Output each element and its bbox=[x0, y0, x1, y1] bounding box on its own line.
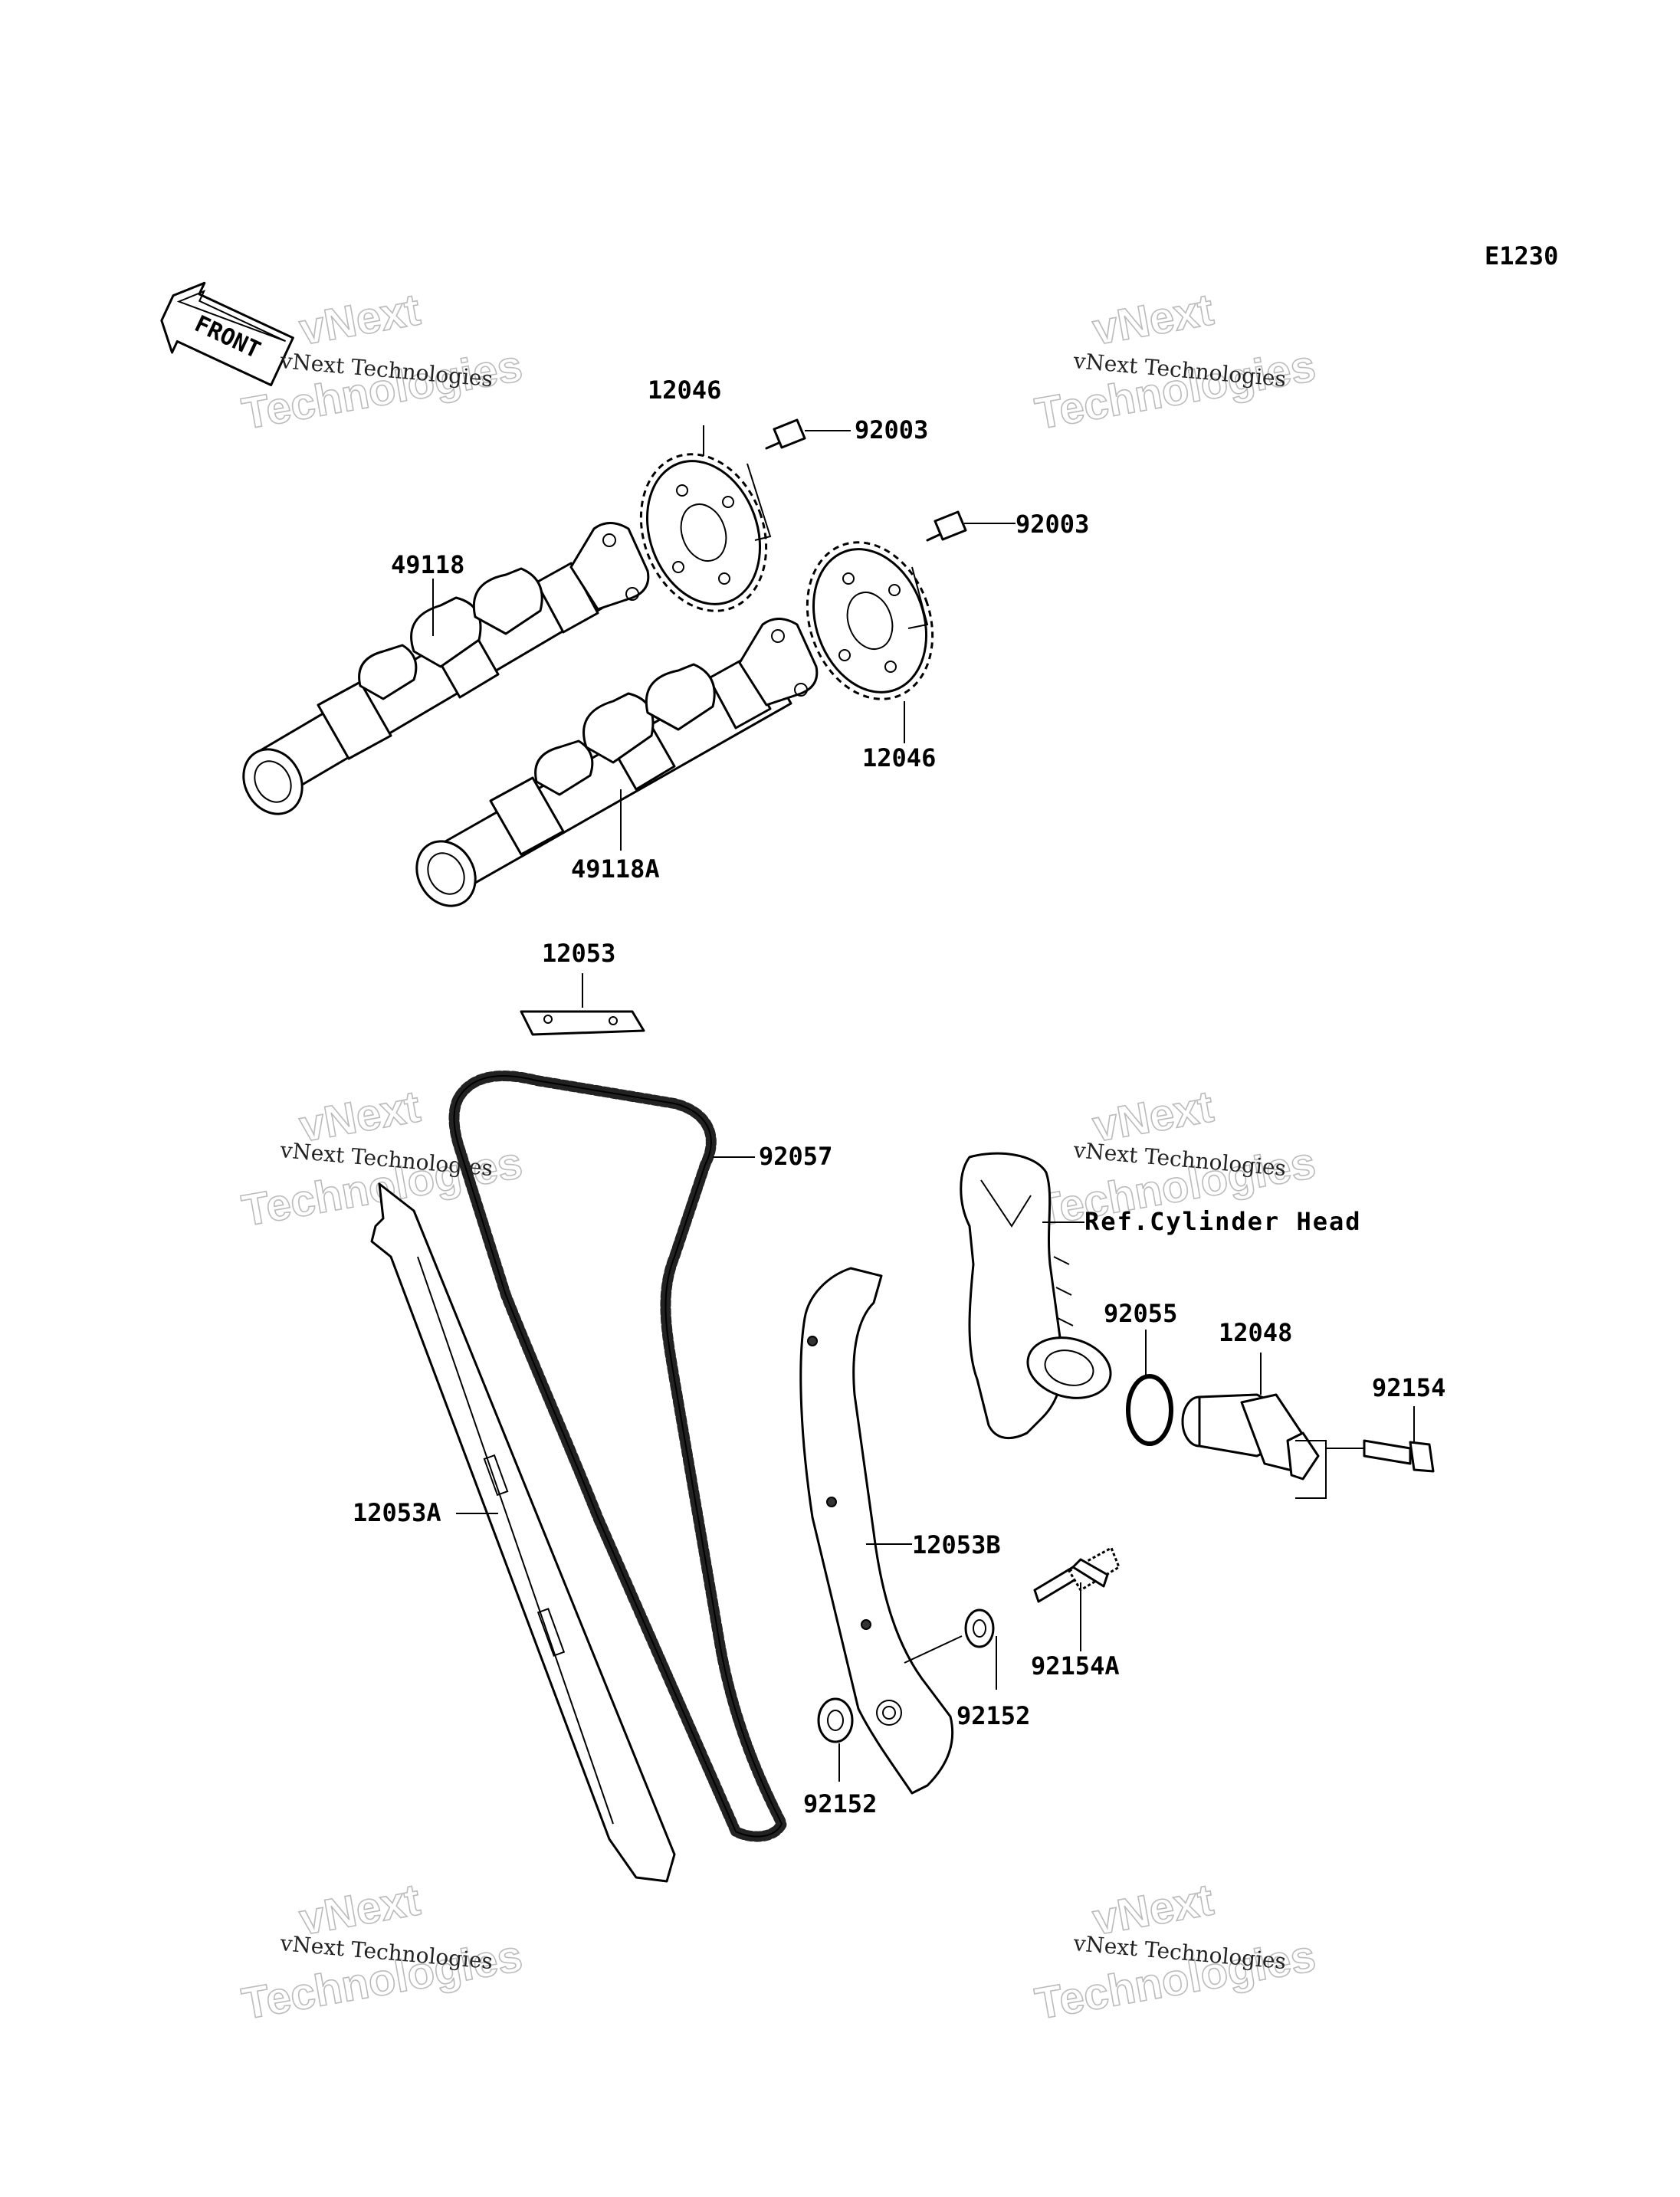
label-92152-right: 92152 bbox=[956, 1701, 1030, 1730]
leader-lines bbox=[432, 425, 1415, 1782]
front-arrow-icon: FRONT bbox=[160, 281, 294, 387]
label-12053B: 12053B bbox=[912, 1530, 1001, 1559]
label-ref-cylinder-head: Ref.Cylinder Head bbox=[1084, 1207, 1362, 1236]
bolt-92003-mid bbox=[926, 510, 967, 542]
label-92152-bottom: 92152 bbox=[803, 1789, 877, 1818]
camshaft-49118 bbox=[242, 522, 650, 815]
watermark-top-right: vNext Technologies vNext Technologies bbox=[1031, 284, 1320, 440]
label-92003-mid: 92003 bbox=[1016, 510, 1089, 539]
label-49118A: 49118A bbox=[571, 854, 660, 884]
watermark-bottom-left: vNext Technologies vNext Technologies bbox=[238, 1874, 527, 2030]
svg-text:vNext: vNext bbox=[296, 284, 424, 354]
label-92003-top: 92003 bbox=[855, 415, 928, 444]
bolt-92154 bbox=[1363, 1439, 1435, 1473]
chain-guide-12053A bbox=[370, 1182, 676, 1883]
label-92154: 92154 bbox=[1372, 1373, 1445, 1402]
label-92057: 92057 bbox=[759, 1142, 832, 1171]
watermark-bottom-right: vNext Technologies vNext Technologies bbox=[1031, 1874, 1320, 2030]
label-92154A: 92154A bbox=[1031, 1651, 1120, 1681]
bolt-92154A bbox=[1033, 1546, 1121, 1603]
tensioner-12048 bbox=[1181, 1393, 1320, 1481]
chain-guide-12053 bbox=[520, 1010, 645, 1036]
chain-guide-12053B bbox=[799, 1267, 954, 1795]
watermark-top-left: vNext Technologies vNext Technologies bbox=[238, 284, 527, 440]
bolt-92003-top bbox=[765, 418, 806, 450]
svg-text:vNext: vNext bbox=[1089, 284, 1217, 354]
timing-chain-92057 bbox=[448, 1071, 787, 1842]
camshaft-49118A bbox=[415, 618, 819, 907]
cylinder-head-reference bbox=[960, 1152, 1112, 1440]
diagram-code: E1230 bbox=[1485, 241, 1558, 271]
label-92055: 92055 bbox=[1104, 1299, 1177, 1328]
sprocket-12046-top bbox=[639, 453, 768, 612]
label-49118: 49118 bbox=[391, 550, 464, 579]
collar-92152-right bbox=[964, 1608, 995, 1648]
sprocket-12046-bottom bbox=[806, 541, 934, 700]
label-12048: 12048 bbox=[1219, 1318, 1292, 1347]
collar-92152-bottom bbox=[817, 1697, 854, 1743]
label-12046-bottom: 12046 bbox=[862, 743, 936, 772]
label-12053A: 12053A bbox=[353, 1498, 441, 1527]
o-ring-92055 bbox=[1126, 1374, 1173, 1446]
label-12053: 12053 bbox=[542, 939, 615, 968]
label-12046-top: 12046 bbox=[648, 375, 721, 405]
